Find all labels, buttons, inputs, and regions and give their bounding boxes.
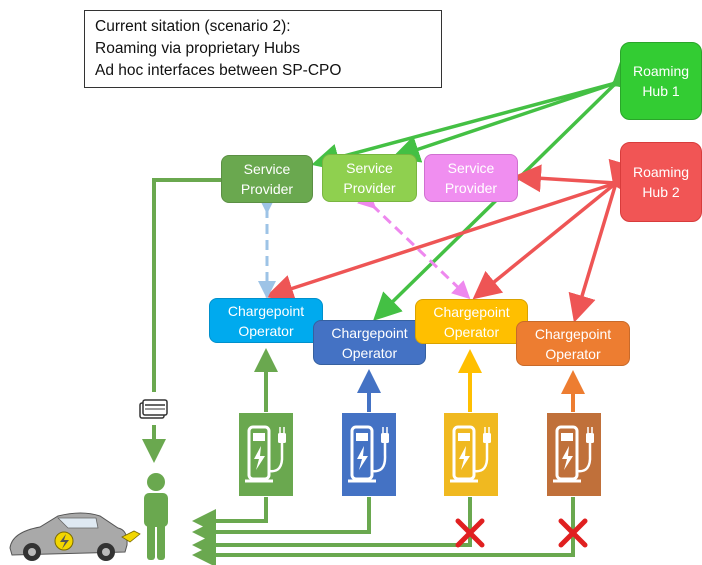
hub-1-label-line-1: Roaming [632,63,690,79]
electric-car-icon [9,512,141,561]
sp1-driver-path [152,178,221,392]
charger2-driver-path [192,497,371,544]
sp-1-label-line-2: Provider [240,181,294,197]
cpo-2-label-line-1: Chargepoint [331,324,408,341]
sp-2-label-line-2: Provider [343,180,396,196]
service-provider-1: Service Provider [221,155,313,203]
cpo-1-label-line-2: Operator [238,322,294,339]
chargepoint-operator-1: Chargepoint Operator [209,298,323,343]
person-icon [144,473,168,560]
cpo-3-label-line-2: Operator [443,323,500,340]
charger-driver-paths [192,497,575,565]
chargepoint-operator-4: Chargepoint Operator [516,321,630,366]
chargepoint-operator-2: Chargepoint Operator [313,320,426,365]
sp-3-label-line-1: Service [447,160,495,176]
chargepoint-operator-3: Chargepoint Operator [415,299,528,344]
hub-2-label-line-2: Hub 2 [642,184,680,200]
hub-2-label-line-1: Roaming [632,164,690,180]
hub2-sp3-link [513,164,638,199]
charging-card-icon [139,399,168,419]
service-provider-3: Service Provider [424,154,518,202]
sp-3-label-line-2: Provider [444,180,498,196]
sp2-cpo3-dashed-link [357,190,471,300]
hub1-sp1-link [311,64,640,172]
sp-1-label-line-1: Service [243,161,291,177]
charger1-driver-path [192,497,268,533]
cpo-1-label-line-1: Chargepoint [227,302,305,319]
cpo-4-label-line-2: Operator [545,345,601,362]
scenario-caption: Current sitation (scenario 2): Roaming v… [84,10,442,88]
caption-line-1: Current sitation (scenario 2): [95,18,291,35]
service-provider-2: Service Provider [322,154,417,202]
roaming-hub-2: Roaming Hub 2 [620,142,702,222]
hub1-sp2-link [391,63,641,163]
caption-line-2: Roaming via proprietary Hubs [95,40,301,57]
cpo-2-label-line-2: Operator [341,344,398,361]
caption-line-3: Ad hoc interfaces between SP-CPO [95,62,342,79]
cpo-3-label-line-1: Chargepoint [433,303,510,320]
hub2-cpo4-link [568,158,636,323]
roaming-hub-1: Roaming Hub 1 [620,42,702,120]
sp-2-label-line-1: Service [346,160,393,176]
cpo-4-label-line-1: Chargepoint [534,325,612,342]
hub-1-label-line-2: Hub 1 [642,83,680,99]
charger4-driver-path [192,497,575,565]
